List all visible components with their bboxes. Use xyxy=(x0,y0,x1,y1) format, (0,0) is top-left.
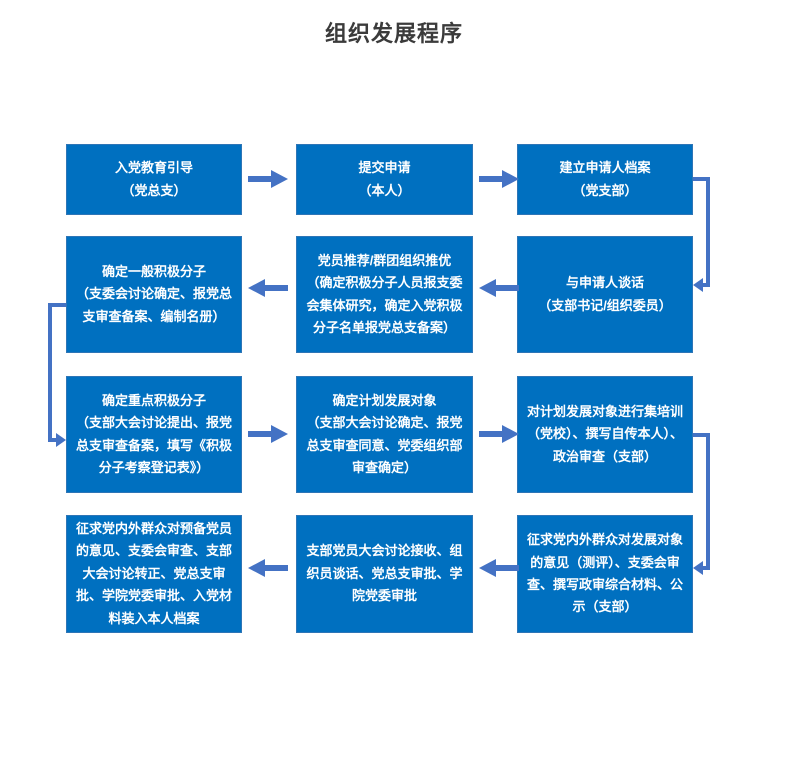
arrow-submit-to-file-icon xyxy=(479,170,519,188)
flow-step-label: 提交申请 （本人） xyxy=(358,160,411,198)
flow-step-development-targets: 确定计划发展对象 （支部大会讨论确定、报党总支审查同意、党委组织部审查确定） xyxy=(296,376,473,493)
arrow-acceptance-to-confirmation-icon xyxy=(248,559,288,577)
arrow-recommendation-to-general-icon xyxy=(248,279,288,297)
flow-step-label: 党员推荐/群团组织推优 （确定积极分子人员报支委会集体研究，确定入党积极分子名单… xyxy=(306,252,463,335)
arrow-opinions-to-acceptance-icon xyxy=(479,559,519,577)
flow-step-label: 征求党内外群众对预备党员的意见、支委会审查、支部大会讨论转正、党总支审批、学院党… xyxy=(75,521,232,626)
flow-step-recommendation: 党员推荐/群团组织推优 （确定积极分子人员报支委会集体研究，确定入党积极分子名单… xyxy=(296,236,473,353)
flow-step-label: 建立申请人档案 （党支部） xyxy=(559,160,651,198)
flow-step-branch-acceptance: 支部党员大会讨论接收、组织员谈话、党总支审批、学院党委审批 xyxy=(296,515,473,633)
flow-step-label: 支部党员大会讨论接收、组织员谈话、党总支审批、学院党委审批 xyxy=(306,543,463,604)
flow-step-label: 对计划发展对象进行集培训（党校）、撰写自传本人）、政治审查（支部） xyxy=(526,403,683,464)
flow-step-label: 与申请人谈话 （支部书记/组织委员） xyxy=(538,275,672,313)
diagram-title: 组织发展程序 xyxy=(324,21,463,46)
flow-step-label: 入党教育引导 （党总支） xyxy=(114,160,193,198)
arrow-targets-to-training-icon xyxy=(479,425,519,443)
flow-step-confirmation-archive: 征求党内外群众对预备党员的意见、支委会审查、支部大会讨论转正、党总支审批、学院党… xyxy=(66,515,242,633)
flow-step-key-activists: 确定重点积极分子 （支部大会讨论提出、报党总支审查备案，填写《积极分子考察登记表… xyxy=(66,376,242,493)
flow-step-general-activists: 确定一般积极分子 （支委会讨论确定、报党总支审查备案、编制名册） xyxy=(66,236,242,353)
flow-step-applicant-file: 建立申请人档案 （党支部） xyxy=(517,144,693,215)
flow-step-label: 征求党内外群众对发展对象的意见（测评）、支委会审查、撰写政审综合材料、公示（支部… xyxy=(526,532,683,615)
flow-step-training-review: 对计划发展对象进行集培训（党校）、撰写自传本人）、政治审查（支部） xyxy=(517,376,693,493)
flow-step-label: 确定计划发展对象 （支部大会讨论确定、报党总支审查同意、党委组织部审查确定） xyxy=(306,392,463,475)
connector-general-to-key xyxy=(48,303,66,447)
flow-step-talk-with-applicant: 与申请人谈话 （支部书记/组织委员） xyxy=(517,236,693,353)
flow-step-label: 确定一般积极分子 （支委会讨论确定、报党总支审查备案、编制名册） xyxy=(75,263,232,324)
flow-step-solicit-opinions: 征求党内外群众对发展对象的意见（测评）、支委会审查、撰写政审综合材料、公示（支部… xyxy=(517,515,693,633)
flow-step-education: 入党教育引导 （党总支） xyxy=(66,144,242,215)
flow-step-submit-application: 提交申请 （本人） xyxy=(296,144,473,215)
arrow-talk-to-recommendation-icon xyxy=(479,279,519,297)
connector-file-to-talk xyxy=(693,177,710,292)
arrow-key-to-targets-icon xyxy=(248,425,288,443)
flow-step-label: 确定重点积极分子 （支部大会讨论提出、报党总支审查备案，填写《积极分子考察登记表… xyxy=(75,392,232,475)
connector-training-to-opinions xyxy=(693,433,710,575)
arrow-education-to-submit-icon xyxy=(248,170,288,188)
